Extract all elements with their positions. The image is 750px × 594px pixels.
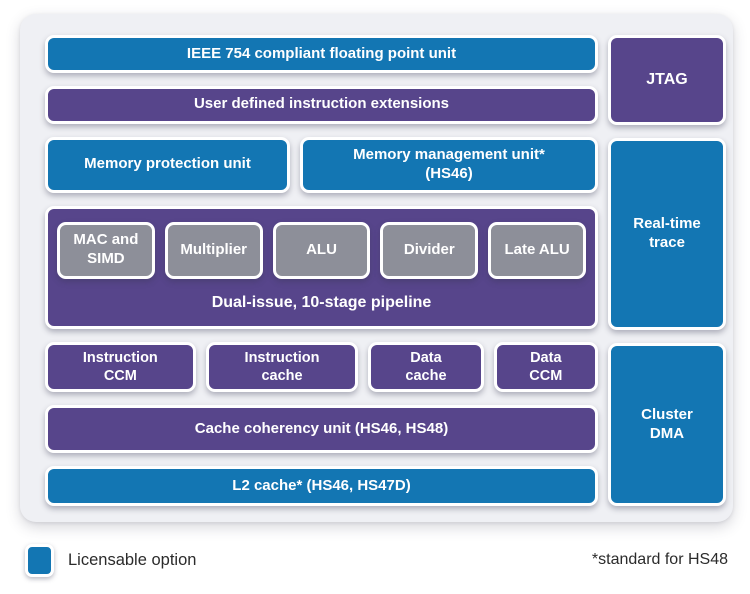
block-late-alu: Late ALU <box>488 221 586 279</box>
block-mac-simd: MAC and SIMD <box>57 221 155 279</box>
block-label: IEEE 754 compliant floating point unit <box>186 44 457 62</box>
block-label: Instruction CCM <box>82 350 158 385</box>
block-jtag: JTAG <box>608 35 726 125</box>
block-label: Memory protection unit <box>84 155 251 173</box>
footnote: *standard for HS48 <box>591 551 728 568</box>
block-memory-management-unit: Memory management unit* (HS46) <box>299 136 598 193</box>
block-label: User defined instruction extensions <box>193 95 450 113</box>
block-label: MAC and SIMD <box>73 231 139 268</box>
block-label: Real-time trace <box>633 215 701 251</box>
legend-label: Licensable option <box>68 550 197 569</box>
block-instruction-ccm: Instruction CCM <box>45 342 196 393</box>
block-multiplier: Multiplier <box>164 221 263 279</box>
processor-block-diagram: IEEE 754 compliant floating point unit U… <box>20 14 733 522</box>
pipeline-caption: Dual-issue, 10-stage pipeline <box>211 293 432 311</box>
block-label: Divider <box>403 240 455 258</box>
block-divider: Divider <box>380 221 479 279</box>
legend: Licensable option *standard for HS48 <box>25 541 728 579</box>
memory-row: Memory protection unit Memory management… <box>45 136 598 193</box>
block-data-cache: Data cache <box>368 342 484 393</box>
block-alu: ALU <box>272 221 371 279</box>
block-label: L2 cache* (HS46, HS47D) <box>232 476 411 494</box>
block-label: Late ALU <box>504 240 570 258</box>
cache-ccm-row: Instruction CCM Instruction cache Data c… <box>45 342 599 393</box>
block-cache-coherency-unit: Cache coherency unit (HS46, HS48) <box>45 405 598 454</box>
block-user-defined-extensions: User defined instruction extensions <box>45 85 598 124</box>
block-label: ALU <box>306 240 337 258</box>
block-realtime-trace: Real-time trace <box>608 138 726 330</box>
main-column: IEEE 754 compliant floating point unit U… <box>45 35 599 506</box>
block-label: JTAG <box>646 71 688 88</box>
block-label: Instruction cache <box>244 350 320 385</box>
block-data-ccm: Data CCM <box>493 342 599 393</box>
block-label: Cluster DMA <box>641 405 693 442</box>
licensable-option-swatch <box>25 543 54 577</box>
block-instruction-cache: Instruction cache <box>205 342 359 393</box>
block-floating-point-unit: IEEE 754 compliant floating point unit <box>45 35 598 73</box>
pipeline-units: MAC and SIMD Multiplier ALU Divider Late… <box>57 221 586 279</box>
block-pipeline: MAC and SIMD Multiplier ALU Divider Late… <box>45 205 598 330</box>
block-cluster-dma: Cluster DMA <box>608 343 726 506</box>
block-label: Data cache <box>405 350 447 385</box>
block-label: Cache coherency unit (HS46, HS48) <box>194 419 449 437</box>
block-memory-protection-unit: Memory protection unit <box>45 136 290 193</box>
block-l2-cache: L2 cache* (HS46, HS47D) <box>45 466 598 506</box>
right-column: JTAG Real-time trace Cluster DMA <box>608 35 726 506</box>
block-label: Data CCM <box>529 350 563 385</box>
block-label: Multiplier <box>180 240 248 258</box>
block-label: Memory management unit* (HS46) <box>353 145 545 182</box>
